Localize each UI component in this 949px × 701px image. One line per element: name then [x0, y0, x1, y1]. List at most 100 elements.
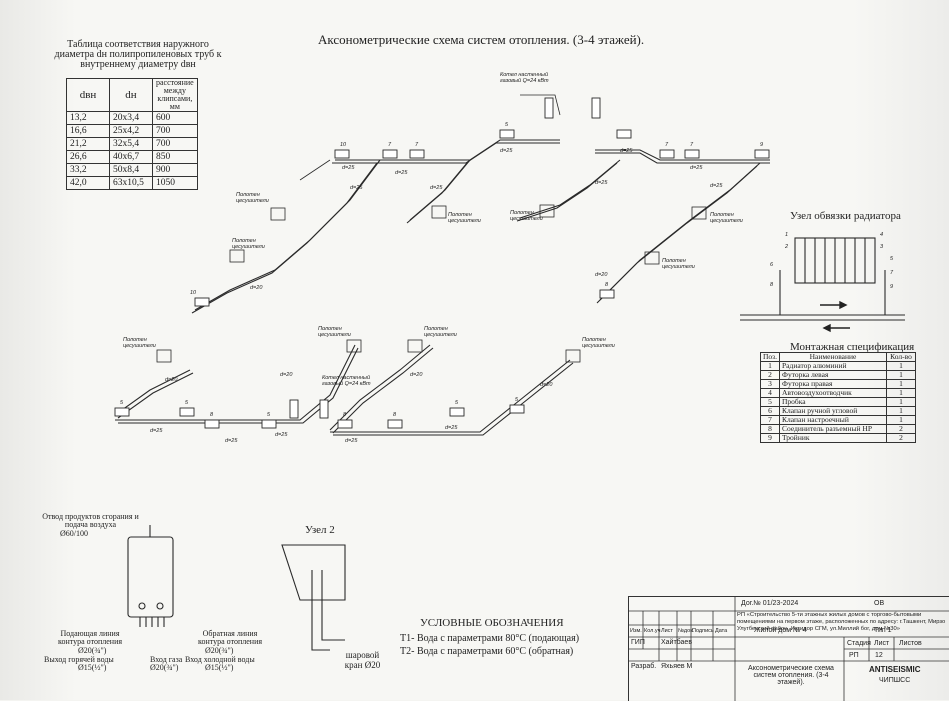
radiator-number: 5 — [515, 397, 519, 403]
callout-number: 6 — [770, 262, 774, 268]
doc-number: Дог.№ 01/23-2024 — [741, 600, 799, 607]
spec-cell: 9 — [759, 433, 781, 443]
radiator-number: 7 — [415, 142, 419, 148]
pipe-diameter-label: d=25 — [350, 185, 363, 191]
legend-t2: Т2- Вода с параметрами 60°С (обратная) — [400, 646, 574, 657]
towel-dryer-label: Полотен цесушители — [236, 192, 269, 204]
hot-water-size: Ø15(½") — [78, 663, 107, 672]
house-name: Жилой дом № 4 — [754, 627, 807, 634]
sheet-value: 12 — [875, 652, 883, 659]
return-heating-size: Ø20(¾") — [205, 646, 234, 655]
towel-dryer-label: Полотен цесушители — [318, 326, 351, 338]
radiator-number: 5 — [455, 400, 459, 406]
callout-number: 5 — [890, 256, 894, 262]
gip-label: ГИП — [631, 639, 645, 646]
project-name: РП «Строительство 5-ти этажных жилых дом… — [737, 612, 946, 632]
company-logo-text: ANTISEISMIC — [869, 665, 921, 674]
pipe-diameter-label: d=25 — [445, 425, 458, 431]
callout-number: 7 — [890, 270, 894, 276]
return-heating-label: Обратная линия контура отопления — [197, 629, 263, 646]
pipe-diameter-label: d=20 — [595, 272, 608, 278]
boiler-label: Котел настенный газовый Q=24 кВт — [322, 375, 371, 387]
pipe-diameter-label: d=25 — [225, 438, 238, 444]
col-date: Дата — [715, 628, 728, 634]
diameter-table-title: Таблица соответствия наружного диаметра … — [54, 39, 222, 70]
radiator-number: 8 — [605, 282, 609, 288]
callout-number: 9 — [890, 284, 894, 290]
pipe-diameter-label: d=25 — [150, 428, 163, 434]
pipe-diameter-label: d=25 — [395, 170, 408, 176]
drawing-title: Аксонометрические схема систем отопления… — [318, 32, 645, 47]
pipe-diameter-label: d=25 — [690, 165, 703, 171]
radiator-number: 7 — [690, 142, 694, 148]
title-block: Дог.№ 01/23-2024 ОВ РП «Строительство 5-… — [628, 596, 949, 701]
radiator-number: 5 — [185, 400, 189, 406]
towel-dryer-label: Полотен цесушители — [123, 337, 156, 349]
razrab-name: Яхьяев М — [661, 663, 693, 670]
exhaust-size: Ø60/100 — [60, 529, 88, 538]
pipe-diameter-label: d=20 — [410, 372, 423, 378]
boiler-label: Котел настенный газовый Q=24 кВт — [500, 72, 549, 84]
col-doc: №док. — [678, 628, 695, 634]
gip-name: Хайтбаев — [661, 639, 693, 646]
radiator-number: 8 — [393, 412, 397, 418]
pipe-diameter-label: d=25 — [430, 185, 443, 191]
radiator-number: 5 — [267, 412, 271, 418]
exhaust-label: Отвод продуктов сгорания и подача воздух… — [42, 512, 139, 529]
supply-pipe — [595, 149, 770, 161]
towel-dryer-label: Полотен цесушители — [448, 212, 481, 224]
legend-t1: Т1- Вода с параметрами 80°С (подающая) — [400, 633, 580, 644]
sheets-label: Листов — [899, 640, 922, 647]
radiator-number: 10 — [340, 142, 347, 148]
col-kol: Кол.уч — [644, 628, 661, 634]
radiator-number: 8 — [343, 412, 347, 418]
radiator-number: 8 — [210, 412, 214, 418]
cold-water-label: Вход холодной воды — [185, 655, 255, 664]
radiator-number: 7 — [665, 142, 669, 148]
drawing-name: Аксонометрические схема систем отопления… — [748, 665, 834, 686]
pipe-diameter-label: d=25 — [342, 165, 355, 171]
return-pipe — [595, 152, 770, 164]
diameter-cell: 63х10,5 — [109, 176, 153, 190]
towel-dryer-label: Полотен цесушители — [662, 258, 695, 270]
radiator-number: 5 — [505, 122, 509, 128]
stage-value: РП — [849, 652, 859, 659]
pipe-diameter-label: d=25 — [275, 432, 288, 438]
spec-title: Монтажная спецификация — [790, 341, 915, 353]
callout-number: 8 — [770, 282, 774, 288]
pipe-diameter-label: d=20 — [540, 382, 553, 388]
radiator-number: 9 — [760, 142, 764, 148]
radiator-node-title: Узел обвязки радиатора — [790, 210, 901, 222]
diameter-cell: 42,0 — [66, 176, 110, 190]
towel-dryer-label: Полотен цесушители — [232, 238, 265, 250]
diameter-table: dвн dн расстояние между клипсами, мм 13,… — [66, 78, 198, 190]
sheet-label: Лист — [874, 640, 890, 647]
col-sign: Подпись — [692, 628, 714, 634]
towel-dryer-label: Полотен цесушители — [582, 337, 615, 349]
node2-title: Узел 2 — [305, 524, 335, 536]
legend-title: УСЛОВНЫЕ ОБОЗНАЧЕНИЯ — [420, 617, 564, 629]
pipe-diameter-label: d=25 — [345, 438, 358, 444]
header-dvn: dвн — [66, 78, 110, 112]
pipe-diameter-label: d=20 — [165, 377, 178, 383]
ball-valve-label: шаровой кран Ø20 — [344, 650, 381, 670]
gas-label: Вход газа — [150, 655, 183, 664]
spec-cell: 2 — [886, 433, 916, 443]
radiator-number: 7 — [388, 142, 392, 148]
riser-pipe — [194, 159, 381, 311]
callout-number: 3 — [880, 244, 884, 250]
pipe-diameter-label: d=25 — [595, 180, 608, 186]
pipe-diameter-label: d=20 — [250, 285, 263, 291]
header-clip-distance: расстояние между клипсами, мм — [152, 78, 198, 112]
razrab-label: Разраб. — [631, 663, 657, 670]
gas-size: Ø20(¾") — [150, 663, 179, 672]
drawing-mark: ОВ — [874, 600, 885, 607]
